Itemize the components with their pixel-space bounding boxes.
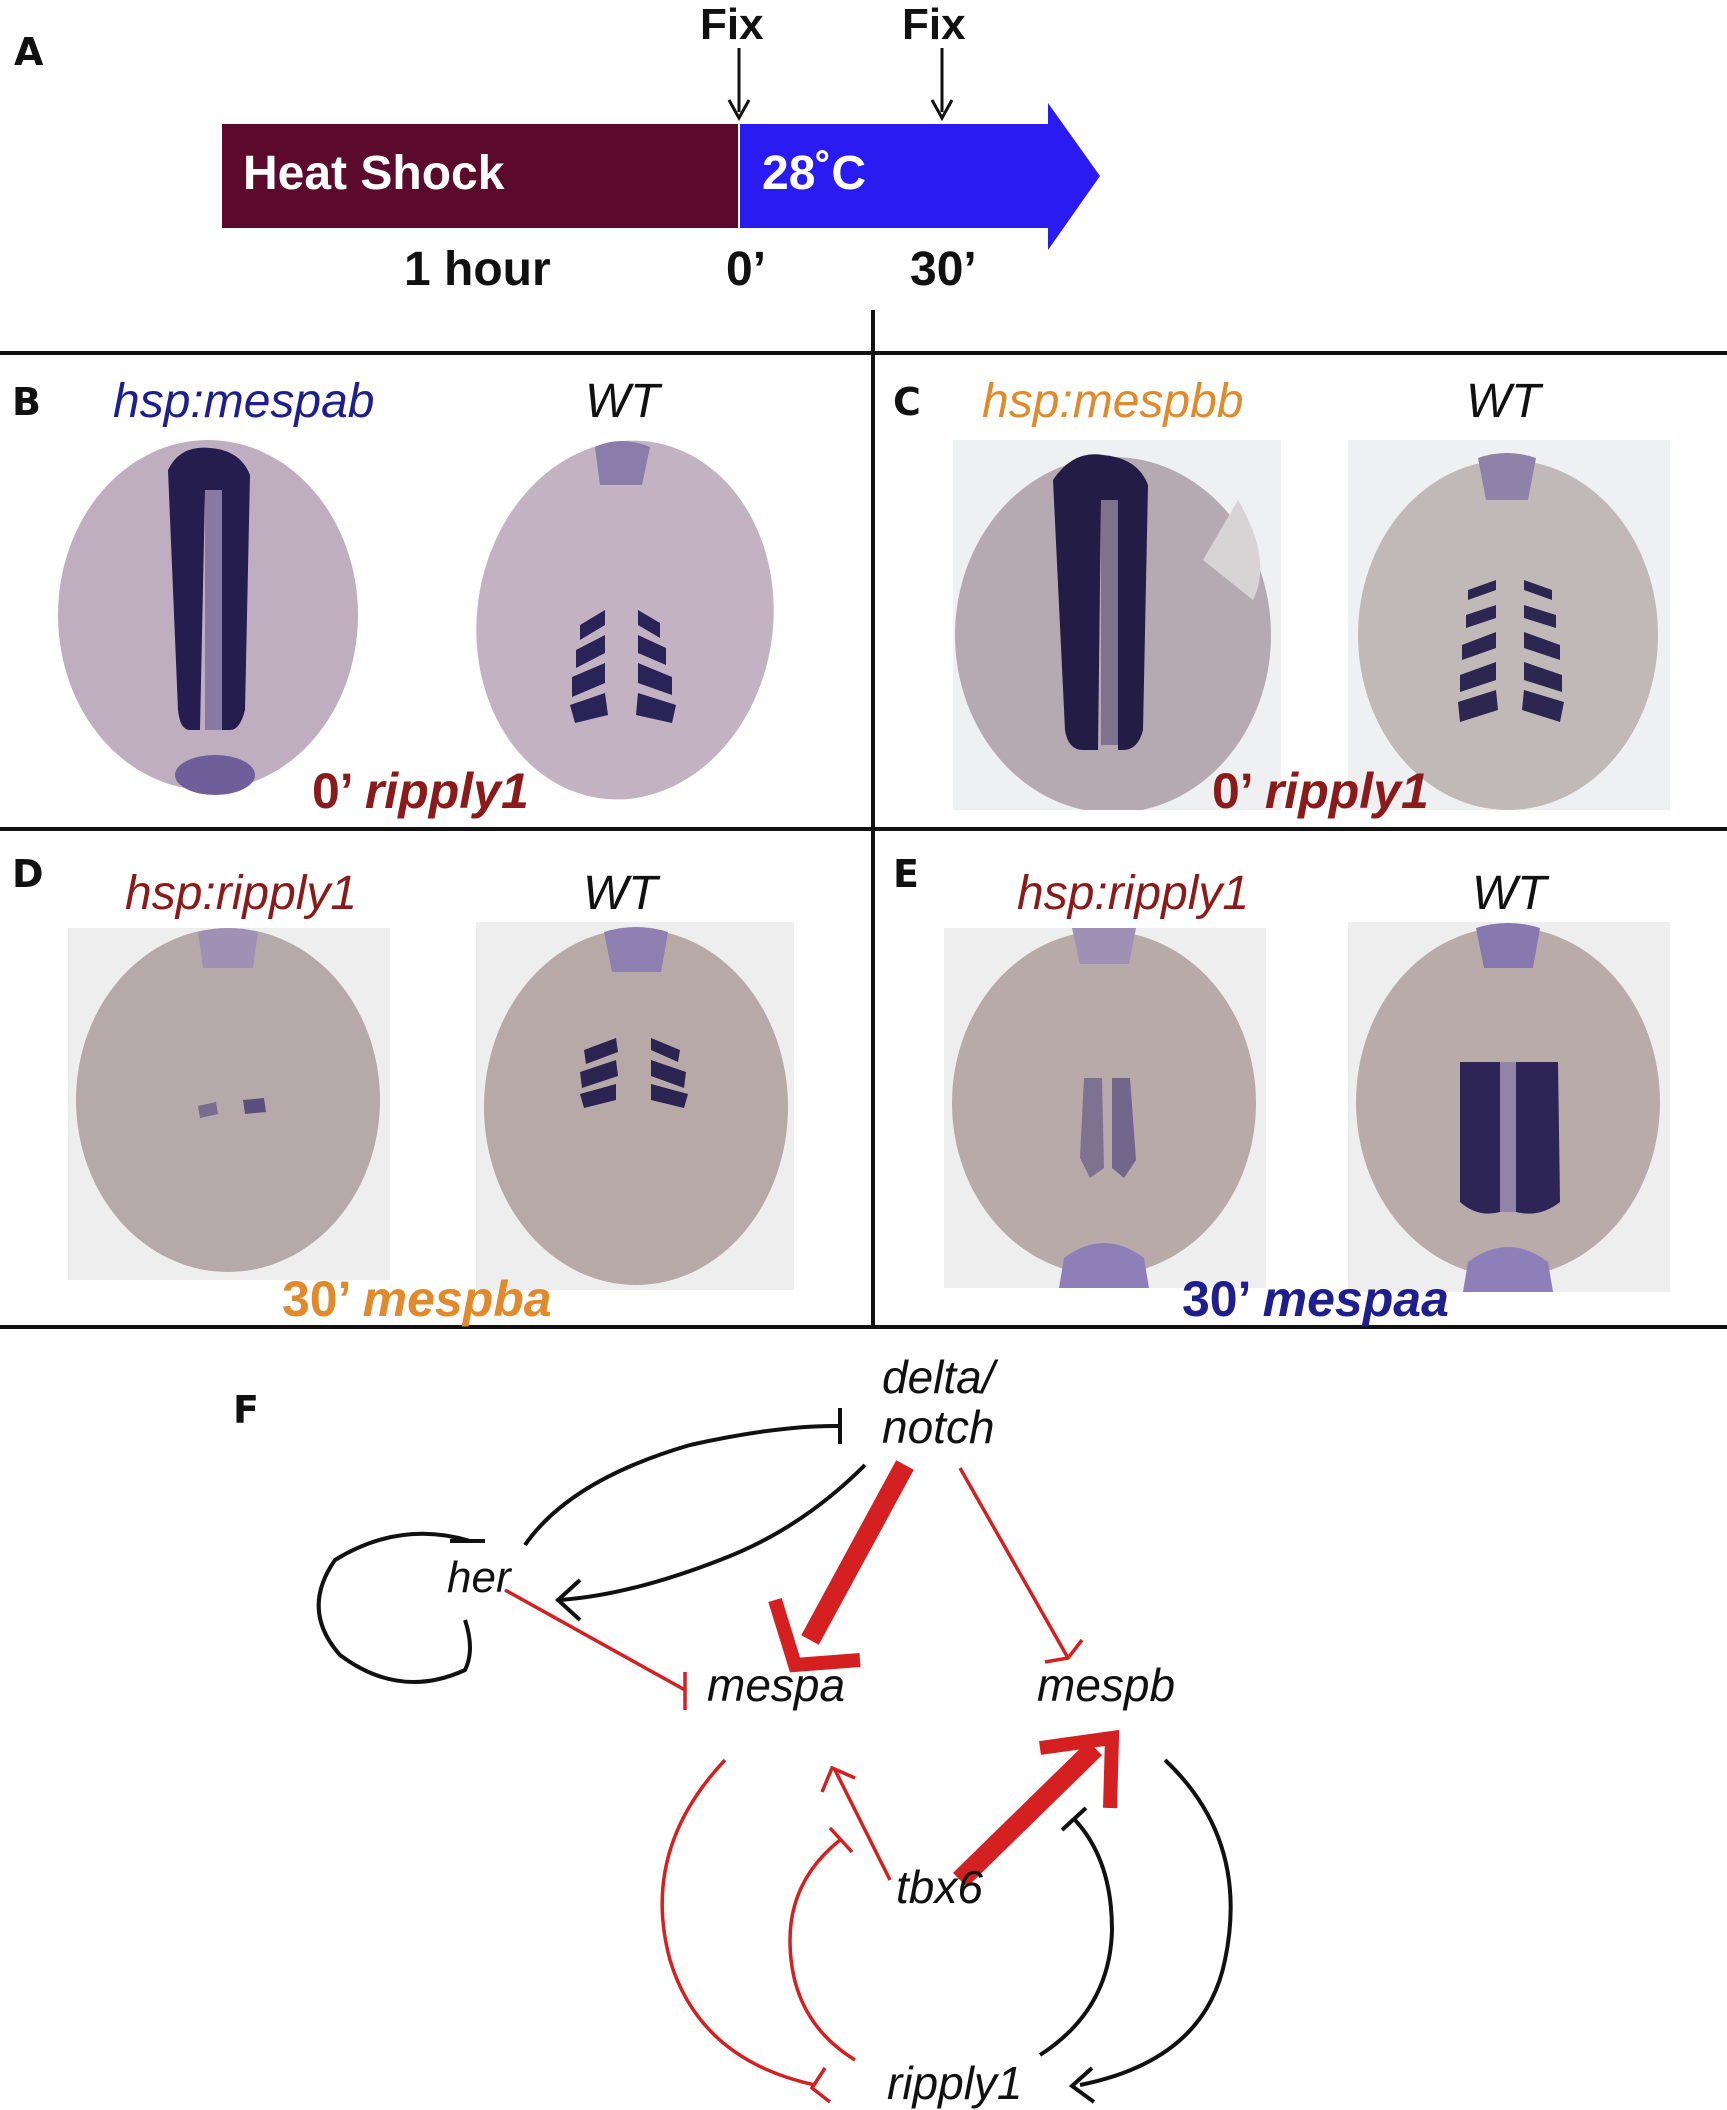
node-delta-line2: notch (882, 1401, 995, 1453)
panel-e-caption-gene: mespaa (1262, 1271, 1449, 1327)
duration-label: 1 hour (404, 243, 551, 296)
edge-her-self-inhibition (316, 1531, 472, 1684)
panel-c-embryo-wt (1348, 440, 1670, 810)
divider-top (0, 351, 1727, 355)
panel-c-caption: 0’ ripply1 (1212, 762, 1429, 820)
panel-d-caption: 30’ mespba (282, 1270, 552, 1328)
panel-d-transgenic-label: hsp:ripply1 (125, 867, 358, 920)
panel-d-caption-gene: mespba (362, 1271, 552, 1327)
heat-shock-label: Heat Shock (243, 147, 505, 200)
edge-delta-activates-mespa (801, 1460, 914, 1645)
edge-delta-activates-mespb (958, 1467, 1070, 1659)
panel-b-caption-gene: ripply1 (364, 763, 529, 819)
edge-tbx6-activates-mespb-head (1039, 1729, 1120, 1809)
recovery-arrow (740, 103, 1100, 250)
edge-ripply1-inhibits-mespa (788, 1838, 856, 2062)
panel-b-transgenic-label: hsp:mespab (113, 375, 375, 428)
time-0-label: 0’ (726, 243, 767, 296)
divider-middle (0, 827, 1727, 831)
node-mespa: mespa (707, 1659, 846, 1711)
node-her: her (447, 1553, 511, 1602)
panel-b-embryo-transgenic (40, 430, 370, 795)
panel-d-embryo-transgenic (68, 928, 390, 1280)
panel-f-letter: F (233, 1388, 259, 1432)
node-ripply1: ripply1 (887, 2057, 1023, 2109)
edge-ripply1-inhibits-mespb-bar (1060, 1806, 1088, 1832)
panel-b-embryo-wt (460, 425, 780, 805)
network-diagram (0, 1330, 1727, 2105)
panel-e-embryo-wt (1348, 922, 1670, 1292)
edge-tbx6-activates-mespa-head (820, 1765, 856, 1793)
edge-delta-activates-her-head (555, 1578, 582, 1622)
panel-d-wt-label: WT (583, 867, 658, 920)
temperature-label: 28˚C (762, 147, 867, 200)
panel-e-transgenic-label: hsp:ripply1 (1017, 867, 1250, 920)
panel-b-caption: 0’ ripply1 (312, 762, 529, 820)
panel-c-letter: C (893, 380, 921, 424)
panel-d-letter: D (12, 852, 44, 896)
panel-c-embryo-transgenic (953, 440, 1281, 810)
panel-d-caption-time: 30’ (282, 1271, 363, 1327)
divider-bottom (0, 1325, 1727, 1329)
edge-mespb-activates-ripply1-head (1068, 2066, 1096, 2104)
timeline-diagram (222, 48, 1100, 250)
heat-shock-bar (222, 124, 738, 228)
edge-her-inhibits-delta (523, 1423, 841, 1547)
panel-c-transgenic-label: hsp:mespbb (982, 375, 1244, 428)
fix-arrow-1-head (727, 99, 751, 122)
panel-e-wt-label: WT (1472, 867, 1547, 920)
panel-c-caption-gene: ripply1 (1264, 763, 1429, 819)
time-30-label: 30’ (910, 243, 977, 296)
panel-c-caption-time: 0’ (1212, 763, 1265, 819)
node-tbx6: tbx6 (896, 1861, 983, 1913)
edge-delta-activates-her (559, 1463, 867, 1602)
edge-delta-activates-mespa-head (768, 1597, 861, 1673)
edge-mespb-activates-ripply1 (1079, 1758, 1233, 2087)
edge-delta-activates-mespb-head (1044, 1638, 1084, 1664)
edge-ripply1-inhibits-mespa-bar (828, 1826, 854, 1854)
node-mespb: mespb (1037, 1659, 1176, 1711)
panel-a-timeline (0, 0, 1727, 310)
panel-e-embryo-transgenic (944, 928, 1266, 1288)
panel-b-caption-time: 0’ (312, 763, 365, 819)
edge-her-inhibits-mespa (504, 1588, 686, 1692)
edge-mespa-activates-ripply1 (660, 1758, 816, 2087)
fix-label-1: Fix (700, 0, 764, 49)
edge-tbx6-activates-mespa (833, 1769, 892, 1881)
panel-d-embryo-wt (476, 922, 794, 1290)
panel-e-caption: 30’ mespaa (1182, 1270, 1449, 1328)
node-delta-line1: delta/ (882, 1351, 995, 1403)
panel-e-caption-time: 30’ (1182, 1271, 1263, 1327)
divider-vertical (871, 310, 875, 1329)
fix-label-2: Fix (902, 0, 966, 49)
edge-ripply1-inhibits-mespb (1038, 1818, 1115, 2057)
edge-tbx6-activates-mespb (953, 1740, 1102, 1888)
panel-b-wt-label: WT (585, 375, 660, 428)
fix-arrow-2-head (930, 99, 954, 122)
panel-e-letter: E (893, 852, 919, 896)
panel-a-letter: A (14, 30, 44, 74)
panel-b-letter: B (12, 380, 41, 424)
edge-mespa-activates-ripply1-head (809, 2067, 832, 2104)
panel-c-wt-label: WT (1466, 375, 1541, 428)
